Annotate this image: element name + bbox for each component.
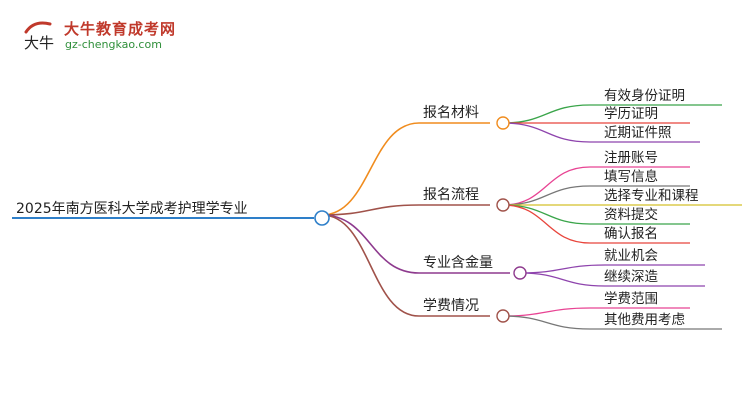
root-node-label: 2025年南方医科大学成考护理学专业 [16, 201, 248, 217]
leaf-connector [502, 185, 591, 206]
branch-connector [321, 122, 420, 216]
branch-node-label: 报名材料 [423, 105, 479, 121]
leaf-connector [502, 315, 591, 330]
leaf-node-label: 学费范围 [604, 291, 658, 307]
logo-mark-icon: 大牛 [24, 21, 54, 52]
branch-node-circle [496, 309, 510, 323]
site-logo: 大牛 大牛教育成考网 gz-chengkao.com [16, 14, 206, 58]
branch-node-label: 学费情况 [423, 298, 479, 314]
leaf-node-label: 注册账号 [604, 150, 658, 166]
branch-node-circle [496, 198, 510, 212]
leaf-node-label: 资料提交 [604, 206, 658, 223]
leaf-connector [502, 204, 591, 225]
leaf-node-label: 其他费用考虑 [604, 312, 685, 328]
leaf-connector [519, 272, 606, 287]
branch-connector [321, 214, 420, 317]
leaf-node-label: 学历证明 [604, 106, 658, 122]
logo-title: 大牛教育成考网 [64, 20, 177, 38]
leaf-connector [519, 264, 606, 274]
leaf-node-label: 有效身份证明 [604, 88, 685, 104]
leaf-node-label: 近期证件照 [604, 125, 672, 141]
leaf-connector [502, 122, 591, 143]
branch-node-circle [496, 116, 510, 130]
logo-url: gz-chengkao.com [65, 38, 162, 51]
leaf-node-label: 就业机会 [604, 248, 658, 264]
leaf-connector [502, 307, 591, 317]
branch-connector [321, 214, 420, 274]
branch-node-circle [513, 266, 527, 280]
root-node-circle [314, 210, 330, 226]
leaf-node-label: 确认报名 [604, 226, 658, 242]
leaf-connector [502, 204, 591, 244]
branch-node-label: 报名流程 [423, 187, 479, 203]
logo-mark-text: 大牛 [24, 34, 54, 52]
leaf-node-label: 继续深造 [604, 269, 658, 285]
leaf-node-label: 选择专业和课程 [604, 188, 699, 204]
leaf-connector [502, 104, 591, 124]
leaf-node-label: 填写信息 [604, 168, 658, 185]
branch-connector [321, 204, 420, 216]
leaf-connector [502, 166, 591, 206]
branch-node-label: 专业含金量 [423, 255, 493, 271]
